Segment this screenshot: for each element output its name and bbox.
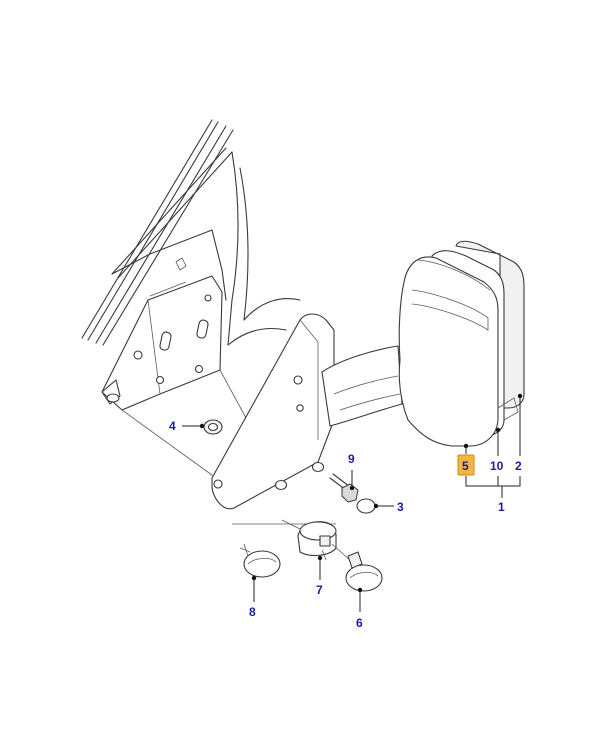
callout-7: 7 xyxy=(316,583,323,597)
bulb-holder-6 xyxy=(331,543,383,592)
callout-10: 10 xyxy=(490,459,504,473)
callout-2: 2 xyxy=(515,459,522,473)
connector-part xyxy=(232,519,337,561)
callout-8: 8 xyxy=(249,605,256,619)
callout-5: 5 xyxy=(462,459,469,473)
mirror-assembly-drawing xyxy=(211,240,525,510)
callout-3: 3 xyxy=(397,500,404,514)
washer-part xyxy=(203,419,223,435)
leader-lines xyxy=(182,393,523,612)
cap-part xyxy=(356,498,376,514)
callout-9: 9 xyxy=(348,452,355,466)
callout-labels: 4 9 3 7 8 6 5 10 2 1 xyxy=(169,419,522,630)
mounting-plate-drawing xyxy=(101,275,247,479)
callout-1: 1 xyxy=(498,500,505,514)
callout-4: 4 xyxy=(169,419,176,433)
callout-5-highlight xyxy=(457,454,475,476)
bulb-holder-8 xyxy=(239,543,281,578)
door-frame-drawing xyxy=(81,119,301,346)
callout-6: 6 xyxy=(356,616,363,630)
